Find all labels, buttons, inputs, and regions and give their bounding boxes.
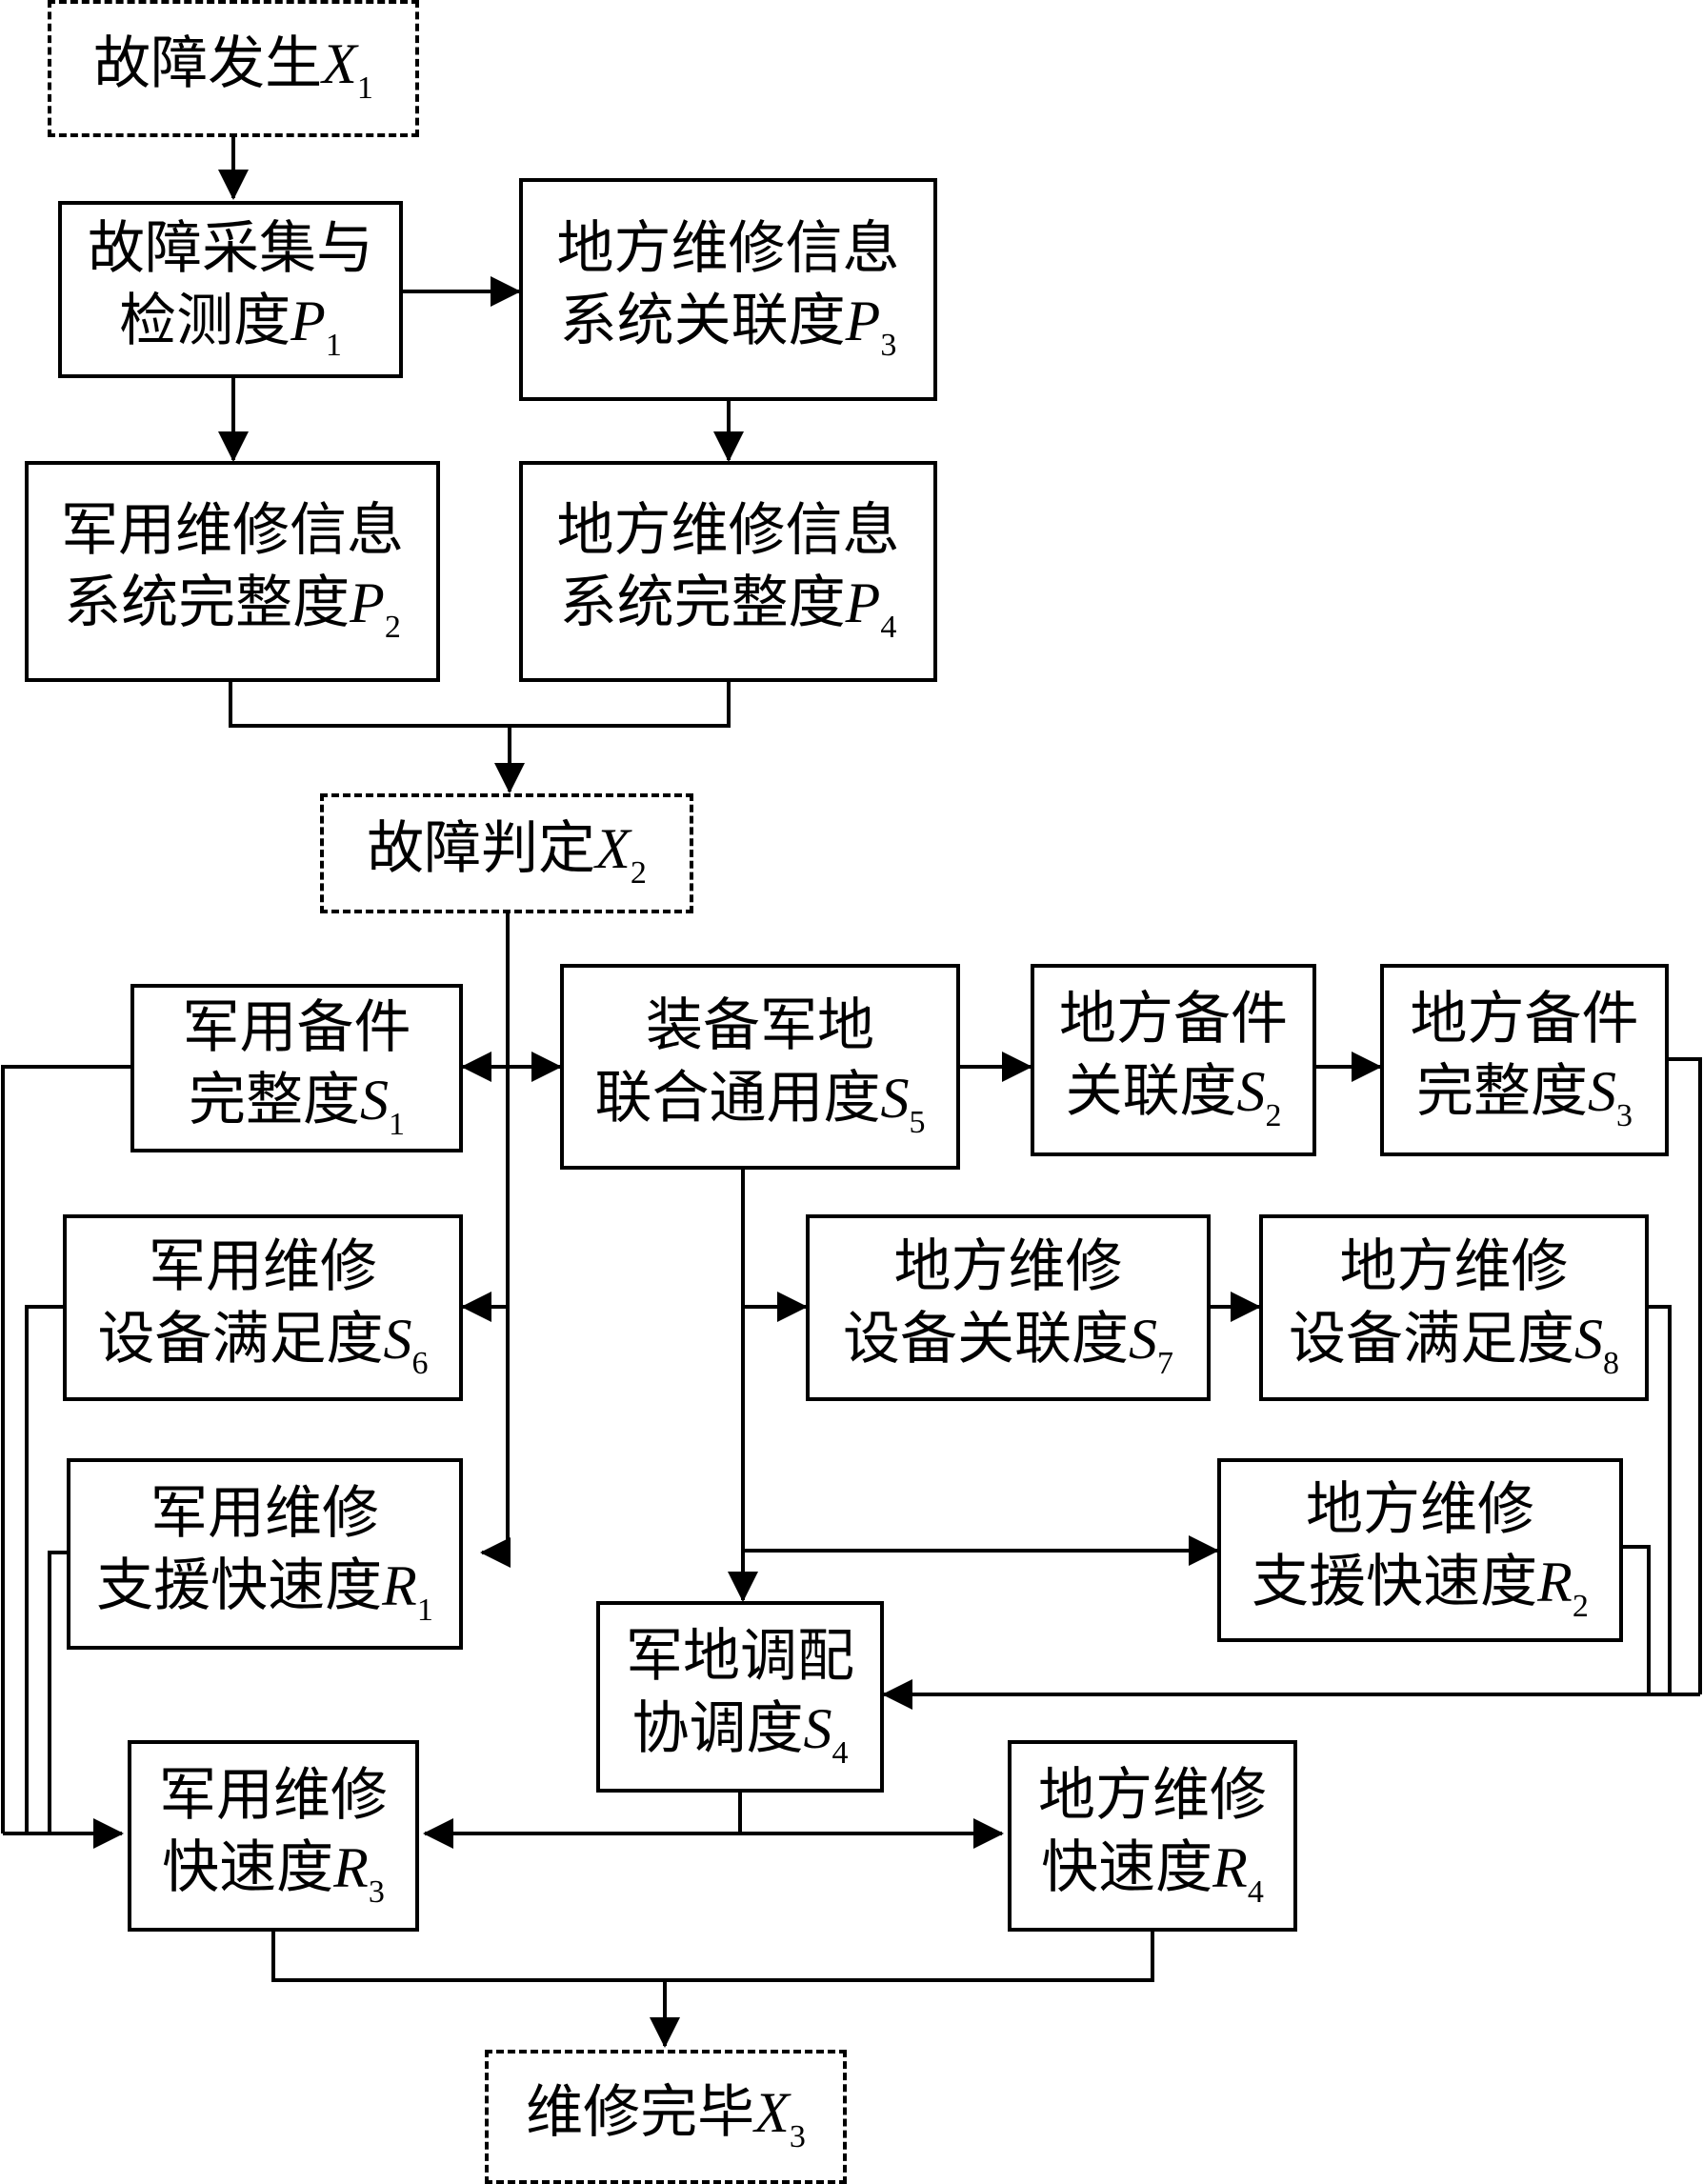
node-s7: 地方维修 设备关联度S7 <box>806 1214 1211 1401</box>
node-x2: 故障判定X2 <box>320 793 693 913</box>
node-p2-line2: 系统完整度P2 <box>64 570 401 645</box>
node-s3-line2: 完整度S3 <box>1416 1058 1633 1133</box>
line-s3-right <box>1669 1057 1702 1694</box>
node-s8-line2: 设备满足度S8 <box>1289 1306 1619 1381</box>
node-s1-line1: 军用备件 <box>182 993 411 1061</box>
merge-p2-p4 <box>229 682 731 728</box>
node-s6: 军用维修 设备满足度S6 <box>63 1214 463 1401</box>
node-p1-line2: 检测度P1 <box>119 288 342 363</box>
node-s3-line1: 地方备件 <box>1410 986 1639 1052</box>
node-x3: 维修完毕X3 <box>485 2050 847 2184</box>
node-s5-line2: 联合通用度S5 <box>594 1065 926 1140</box>
node-x1: 故障发生X1 <box>48 0 419 137</box>
node-r4-line1: 地方维修 <box>1038 1761 1267 1829</box>
node-r3: 军用维修 快速度R3 <box>128 1740 419 1932</box>
node-r1-line1: 军用维修 <box>150 1479 379 1547</box>
line-s1-left <box>1 1065 130 1833</box>
node-s5: 装备军地 联合通用度S5 <box>560 964 960 1170</box>
node-p3-line2: 系统关联度P3 <box>559 288 897 363</box>
node-r3-line1: 军用维修 <box>159 1761 388 1829</box>
node-p2-line1: 军用维修信息 <box>61 497 404 564</box>
node-s7-line1: 地方维修 <box>893 1233 1123 1300</box>
node-s2: 地方备件 关联度S2 <box>1031 964 1316 1156</box>
node-p1: 故障采集与 检测度P1 <box>58 201 403 378</box>
node-s7-line2: 设备关联度S7 <box>843 1306 1173 1381</box>
node-r1-line2: 支援快速度R1 <box>96 1552 433 1628</box>
node-s1: 军用备件 完整度S1 <box>130 984 463 1152</box>
node-r3-line2: 快速度R3 <box>162 1833 385 1910</box>
node-p1-line1: 故障采集与 <box>88 215 373 282</box>
node-s8: 地方维修 设备满足度S8 <box>1259 1214 1649 1401</box>
node-p4-line1: 地方维修信息 <box>556 497 900 564</box>
node-r4: 地方维修 快速度R4 <box>1008 1740 1297 1932</box>
line-r2-right <box>1623 1545 1651 1694</box>
node-s1-line2: 完整度S1 <box>189 1066 405 1142</box>
node-s6-line2: 设备满足度S6 <box>97 1306 429 1381</box>
line-s8-right <box>1649 1305 1672 1694</box>
node-s3: 地方备件 完整度S3 <box>1380 964 1669 1156</box>
node-x1-label: 故障发生X1 <box>93 30 373 106</box>
node-s5-line1: 装备军地 <box>646 992 874 1059</box>
node-p3: 地方维修信息 系统关联度P3 <box>519 178 937 401</box>
node-s2-line1: 地方备件 <box>1059 986 1288 1052</box>
node-p4: 地方维修信息 系统完整度P4 <box>519 461 937 682</box>
node-p4-line2: 系统完整度P4 <box>559 570 897 645</box>
node-r2: 地方维修 支援快速度R2 <box>1217 1458 1623 1642</box>
node-s4: 军地调配 协调度S4 <box>596 1601 884 1793</box>
node-p3-line1: 地方维修信息 <box>556 215 900 282</box>
merge-r3-r4 <box>271 1932 1154 1982</box>
node-x2-label: 故障判定X2 <box>367 815 647 891</box>
node-x3-label: 维修完毕X3 <box>526 2078 806 2154</box>
node-p2: 军用维修信息 系统完整度P2 <box>25 461 440 682</box>
node-r4-line2: 快速度R4 <box>1041 1833 1264 1910</box>
node-s4-line2: 协调度S4 <box>631 1694 849 1771</box>
node-s8-line1: 地方维修 <box>1339 1233 1569 1300</box>
line-s6-left <box>25 1305 63 1833</box>
node-r2-line1: 地方维修 <box>1306 1475 1534 1543</box>
line-r1-left <box>48 1551 67 1833</box>
node-r2-line2: 支援快速度R2 <box>1252 1548 1589 1624</box>
node-r1: 军用维修 支援快速度R1 <box>67 1458 463 1650</box>
node-s4-line1: 军地调配 <box>626 1622 854 1690</box>
node-s2-line2: 关联度S2 <box>1065 1058 1282 1133</box>
node-s6-line1: 军用维修 <box>149 1233 377 1300</box>
